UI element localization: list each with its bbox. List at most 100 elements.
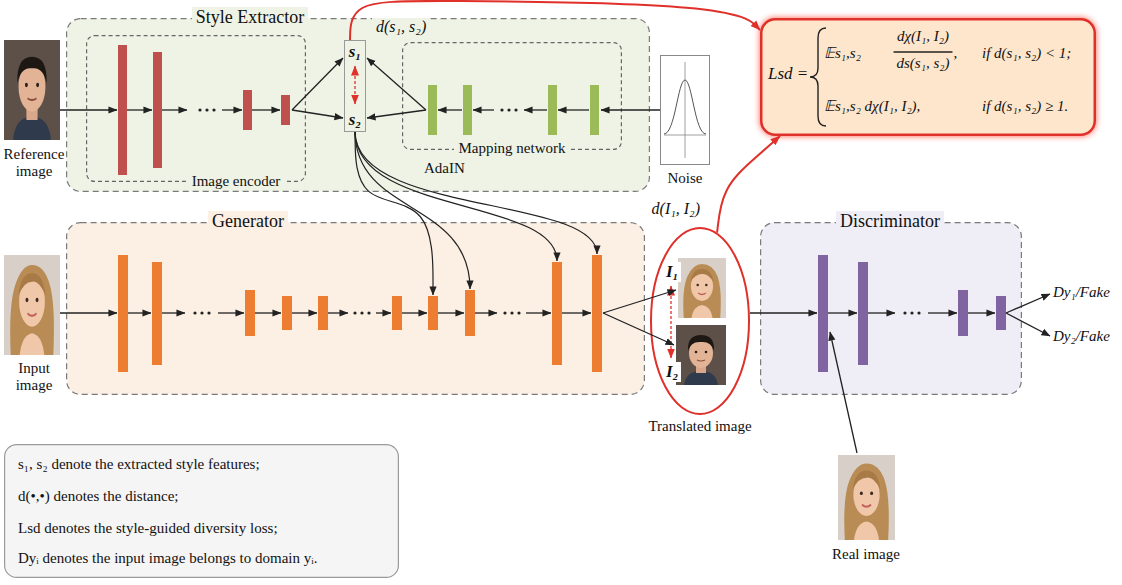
- flow-arrow: [438, 312, 464, 313]
- distance-arrow: [670, 286, 671, 358]
- generator-bar: [152, 262, 162, 365]
- flow-arrow: [473, 109, 494, 110]
- discriminator-bar: [858, 262, 868, 365]
- flow-arrow: [255, 312, 281, 313]
- flow-arrow: [218, 312, 244, 313]
- flow-arrow: [252, 109, 280, 110]
- mapping-bar: [428, 85, 437, 135]
- mapping-bar: [548, 85, 557, 135]
- ellipsis-dot: [507, 108, 510, 111]
- edge-label: AdaIN: [420, 160, 469, 177]
- outline: [661, 56, 710, 165]
- generator-bar: [118, 255, 128, 372]
- generator-panel: Generator: [66, 222, 645, 395]
- node-shape: [650, 227, 750, 415]
- flow-arrow: [524, 109, 547, 110]
- ellipsis-dot: [198, 108, 201, 111]
- node-shape: [66, 222, 645, 395]
- image-caption: Input image: [2, 360, 66, 395]
- note-line: Dyᵢ denotes the input image belongs to d…: [18, 550, 317, 567]
- flow-arrow: [128, 312, 151, 313]
- encoder-bar: [281, 95, 290, 125]
- fraction-bar: [894, 51, 953, 52]
- translated-photo: [676, 325, 726, 385]
- generator-bar: [245, 290, 255, 336]
- ellipsis-dot: [367, 311, 370, 314]
- generator-bar: [318, 296, 328, 330]
- output-label: Dy₂/Fake: [1053, 328, 1110, 345]
- formula-condition: if d(s₁, s₂) ≥ 1.: [982, 98, 1068, 115]
- note-line: Lsd denotes the style-guided diversity l…: [18, 520, 278, 537]
- connector-path: [717, 136, 780, 233]
- image-encoder-box: Image encoder: [86, 35, 306, 182]
- outline: [67, 223, 645, 395]
- node-shape: [86, 35, 306, 182]
- formula-term: Lsd =: [768, 64, 808, 84]
- generator-arrows: [60, 312, 591, 313]
- generator-bar: [392, 296, 402, 330]
- outline: [761, 19, 1095, 135]
- module-label: Image encoder: [188, 173, 285, 190]
- flow-arrow: [127, 109, 152, 110]
- discriminator-panel: Discriminator: [760, 222, 1022, 395]
- outline: [651, 228, 749, 414]
- translated-image-ellipse: I₁I₂: [650, 227, 750, 415]
- mapping-bar: [463, 85, 472, 135]
- real-photo: [838, 455, 895, 540]
- mapping-bar: [590, 85, 599, 135]
- noise-box: Noise: [660, 55, 710, 165]
- loss-formula-box: Lsd =𝔼s₁,s₂dχ(I₁, I₂)ds(s₁, s₂),if d(s₁,…: [760, 18, 1096, 136]
- formula-term: 𝔼s₁,s₂ dχ(I₁, I₂),: [824, 98, 920, 115]
- panel-title: Discriminator: [836, 211, 944, 232]
- ellipsis-dot: [360, 311, 363, 314]
- translated-photo: [678, 258, 726, 318]
- note-line: s₁, s₂ denote the extracted style featur…: [18, 456, 260, 473]
- ellipsis-dot: [500, 108, 503, 111]
- ellipsis-dots: [500, 108, 517, 111]
- image-caption: Real image: [832, 546, 900, 563]
- ellipsis-dots: [903, 311, 920, 314]
- generator-bar: [552, 262, 562, 365]
- plot-axis: [685, 62, 686, 158]
- discriminator-bar: [958, 290, 968, 336]
- encoder-bar: [153, 52, 162, 168]
- flow-arrow: [475, 312, 497, 313]
- image-caption: Reference image: [2, 146, 66, 181]
- distance-label: d(I₁, I₂): [652, 200, 700, 218]
- outline: [345, 41, 366, 132]
- ellipsis-dot: [910, 311, 913, 314]
- node-shape: [760, 222, 1022, 395]
- generator-bar: [465, 290, 475, 336]
- generator-bar: [592, 255, 602, 372]
- outline: [5, 445, 399, 578]
- ellipsis-dot: [212, 108, 215, 111]
- noise-label: Noise: [668, 170, 703, 187]
- style-feature: s₁: [349, 42, 362, 62]
- flow-arrow: [968, 312, 995, 313]
- flow-arrow: [292, 312, 317, 313]
- ellipsis-dot: [205, 108, 208, 111]
- flow-arrow: [526, 312, 551, 313]
- flow-arrow: [828, 312, 857, 313]
- flow-arrow: [162, 109, 187, 110]
- reference-photo: [4, 40, 60, 140]
- flow-arrow: [60, 312, 117, 313]
- ellipsis-dot: [200, 311, 203, 314]
- outline: [761, 223, 1022, 395]
- formula-brace: [810, 28, 826, 126]
- panel-title: Style Extractor: [192, 7, 308, 28]
- panel-title: Generator: [208, 211, 288, 232]
- encoder-bar: [243, 90, 252, 130]
- formula-condition: if d(s₁, s₂) < 1;: [982, 45, 1071, 62]
- ellipsis-dot: [517, 311, 520, 314]
- flow-arrow: [402, 312, 427, 313]
- output-label: Dy₁/Fake: [1053, 284, 1110, 301]
- module-label: Mapping network: [454, 140, 569, 157]
- generator-bar: [428, 296, 438, 330]
- ellipsis-dot: [207, 311, 210, 314]
- formula-numerator: dχ(I₁, I₂): [897, 28, 949, 45]
- style-feature-box: s₁s₂: [344, 40, 366, 132]
- formula-term: ,: [953, 45, 957, 62]
- image-caption: Translated image: [648, 418, 751, 435]
